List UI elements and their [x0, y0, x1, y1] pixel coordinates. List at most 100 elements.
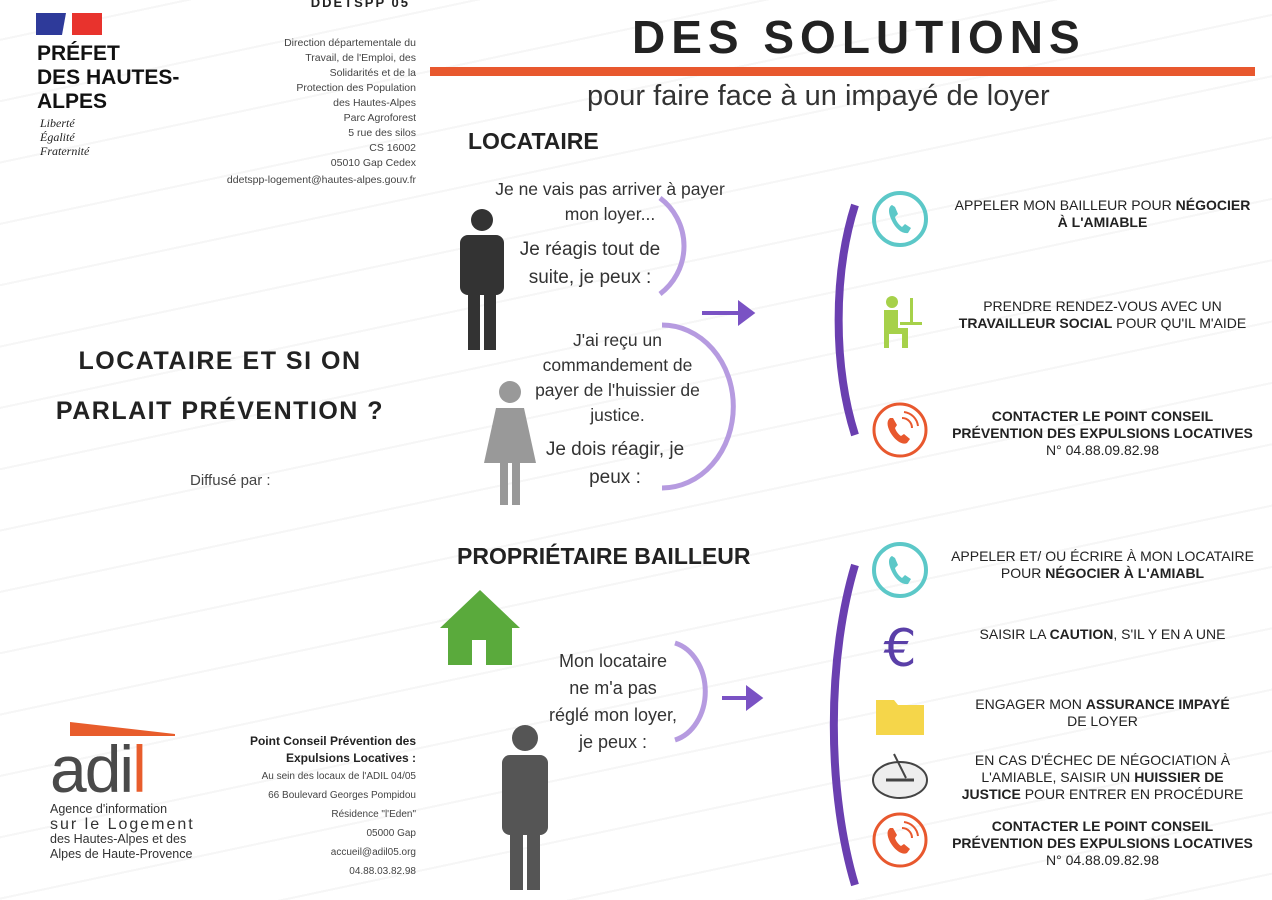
devise: Liberté Égalité Fraternité — [40, 116, 89, 158]
address-line: Travail, de l'Emploi, des — [305, 52, 416, 64]
diffuse-par: Diffusé par : — [190, 472, 271, 489]
address-line: CS 16002 — [369, 142, 416, 154]
social-worker-icon — [884, 296, 922, 348]
phone-icon — [872, 191, 928, 247]
main-graphics — [440, 196, 859, 890]
arrow-icon — [722, 685, 764, 711]
action-text-bold: HUISSIER DE JUSTICE — [961, 769, 1224, 802]
point-conseil-line: Résidence "l'Eden" — [331, 809, 416, 820]
adil-sub-line: des Hautes-Alpes et des — [50, 832, 187, 846]
question-1b: Je réagis tout de suite, je peux : — [519, 239, 661, 288]
bracket-arc — [658, 196, 687, 296]
action-text-bold: CAUTION — [1049, 626, 1114, 642]
marianne-logo — [36, 13, 102, 35]
address-line: Solidarités et de la — [329, 67, 416, 79]
point-conseil-line[interactable]: accueil@adil05.org — [330, 847, 416, 858]
house-icon — [440, 590, 520, 665]
address-line: Parc Agroforest — [343, 112, 416, 124]
action-text: EN CAS D'ÉCHEC DE NÉGOCIATION À L'AMIABL… — [950, 752, 1255, 803]
huissier-seal-icon — [872, 753, 928, 799]
point-conseil-line: Au sein des locaux de l'ADIL 04/05 — [261, 771, 416, 782]
main-subtitle: pour faire face à un impayé de loyer — [587, 80, 1050, 112]
title-line: PARLAIT PRÉVENTION ? — [55, 397, 385, 425]
folder-icon — [876, 700, 924, 735]
point-conseil-info: Point Conseil Prévention des Expulsions … — [216, 733, 416, 881]
question-1a: Je ne vais pas arriver à payer mon loyer… — [495, 179, 725, 224]
large-arc — [834, 203, 859, 437]
action-text: CONTACTER LE POINT CONSEIL PRÉVENTION DE… — [950, 408, 1255, 459]
action-text-bold: CONTACTER LE POINT CONSEIL PRÉVENTION DE… — [952, 408, 1253, 441]
question-2b: Je dois réagir, je peux : — [545, 439, 685, 488]
point-conseil-line: 05000 Gap — [366, 828, 417, 839]
large-arc — [829, 563, 859, 887]
arrow-icon — [702, 300, 756, 326]
phone-icon — [872, 542, 928, 598]
action-text-normal: POUR ENTRER EN PROCÉDURE — [1020, 786, 1244, 802]
prefet-line: PRÉFET — [37, 42, 120, 65]
landlord-icon — [502, 725, 548, 890]
action-text: SAISIR LA CAUTION, S'IL Y EN A UNE — [950, 626, 1255, 643]
action-text-normal: N° 04.88.09.82.98 — [1045, 442, 1160, 458]
adil-sub-line: Alpes de Haute-Provence — [50, 847, 193, 861]
bracket-arc — [661, 322, 736, 491]
section-proprietaire: PROPRIÉTAIRE BAILLEUR — [457, 543, 751, 569]
address-line: 05010 Gap Cedex — [330, 157, 416, 169]
section-locataire: LOCATAIRE — [468, 128, 599, 154]
devise-line: Égalité — [40, 130, 75, 144]
action-text-normal: POUR QU'IL M'AIDE — [1112, 315, 1247, 331]
action-text: PRENDRE RENDEZ-VOUS AVEC UN TRAVAILLEUR … — [950, 298, 1255, 332]
action-text-normal: SAISIR LA — [979, 626, 1050, 642]
adil-logo: adil Agence d'information sur le Logemen… — [50, 718, 195, 862]
action-text-normal: DE LOYER — [1067, 713, 1138, 729]
adil-wordmark: adil — [50, 732, 147, 806]
adil-sub-line: sur le Logement — [50, 816, 195, 833]
action-text-normal: , S'IL Y EN A UNE — [1113, 626, 1226, 642]
point-conseil-line: 04.88.03.82.98 — [349, 866, 416, 877]
phone-orange-icon — [872, 402, 928, 458]
devise-line: Liberté — [40, 116, 75, 130]
action-text-bold: NÉGOCIER À L'AMIABL — [1045, 565, 1205, 581]
devise-line: Fraternité — [40, 144, 90, 158]
address-line: Protection des Population — [296, 82, 416, 94]
prefet-line: ALPES — [37, 90, 108, 113]
action-text-bold: ASSURANCE IMPAYÉ — [1085, 696, 1230, 712]
action-text-normal: PRENDRE RENDEZ-VOUS AVEC UN — [983, 298, 1222, 314]
phone-orange-icon — [872, 812, 928, 868]
question-proprietaire: Mon locataire ne m'a pas réglé mon loyer… — [548, 651, 678, 752]
address-line: Direction départementale du — [284, 37, 416, 49]
action-text: APPELER MON BAILLEUR POUR NÉGOCIER À L'A… — [950, 197, 1255, 231]
euro-icon: € — [883, 619, 916, 678]
action-text: APPELER ET/ OU ÉCRIRE À MON LOCATAIRE PO… — [950, 548, 1255, 582]
action-text-normal: APPELER ET/ OU ÉCRIRE À MON LOCATAIRE PO… — [951, 548, 1254, 581]
action-text-bold: CONTACTER LE POINT CONSEIL PRÉVENTION DE… — [952, 818, 1253, 851]
address-line: des Hautes-Alpes — [333, 97, 416, 109]
bracket-arc — [674, 640, 708, 743]
adil-sub-line: Agence d'information — [50, 802, 168, 816]
action-text-normal: APPELER MON BAILLEUR POUR — [954, 197, 1176, 213]
address-line: 5 rue des silos — [348, 127, 416, 139]
man-icon — [460, 209, 504, 350]
ddetspp-address: Direction départementale du Travail, de l… — [216, 36, 416, 171]
title-line: LOCATAIRE ET SI ON — [78, 347, 362, 375]
prefet-title: PRÉFET DES HAUTES- ALPES — [37, 42, 179, 114]
action-text: CONTACTER LE POINT CONSEIL PRÉVENTION DE… — [950, 818, 1255, 869]
action-text-normal: ENGAGER MON — [975, 696, 1086, 712]
action-text-normal: N° 04.88.09.82.98 — [1045, 852, 1160, 868]
main-title: DES SOLUTIONS — [632, 11, 1086, 63]
brochure-title: LOCATAIRE ET SI ON PARLAIT PRÉVENTION ? — [20, 336, 420, 436]
point-conseil-title: Point Conseil Prévention des Expulsions … — [249, 734, 416, 765]
action-text-normal: EN CAS D'ÉCHEC DE NÉGOCIATION À L'AMIABL… — [974, 752, 1231, 785]
action-text-bold: TRAVAILLEUR SOCIAL — [958, 315, 1113, 331]
svg-text:€: € — [883, 619, 916, 678]
action-text-bold: NÉGOCIER À L'AMIABLE — [1057, 197, 1251, 230]
ddetspp-label: DDETSPP 05 — [310, 0, 410, 10]
ddetspp-email: ddetspp-logement@hautes-alpes.gouv.fr — [226, 174, 416, 186]
adil-subtitle: Agence d'information sur le Logement des… — [50, 802, 195, 862]
question-2a: J'ai reçu un commandement de payer de l'… — [535, 330, 700, 425]
title-underline — [430, 67, 1255, 76]
woman-icon — [484, 381, 536, 505]
point-conseil-line: 66 Boulevard Georges Pompidou — [268, 790, 416, 801]
prefet-line: DES HAUTES- — [37, 66, 180, 89]
